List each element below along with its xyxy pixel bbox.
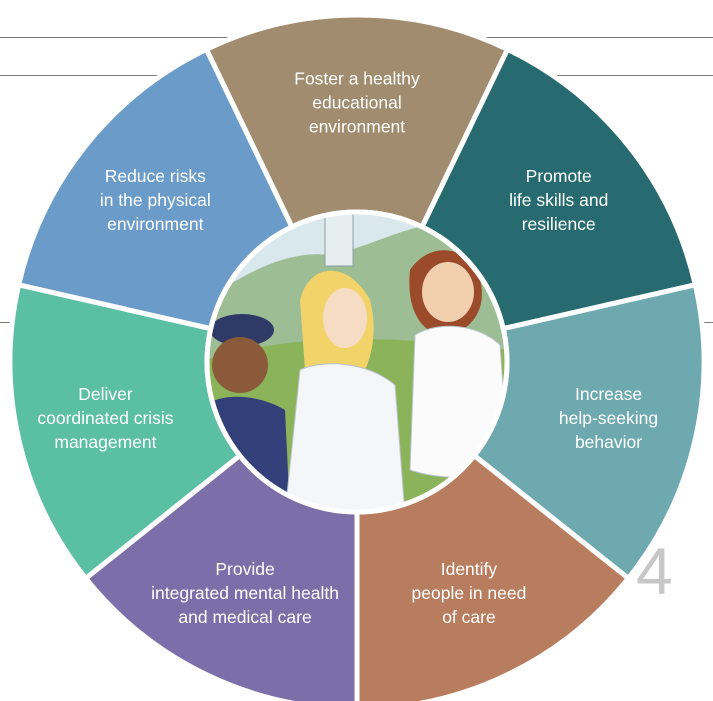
doctor-coat [284,363,406,510]
segment-label-identify: of care [442,607,496,627]
segment-label-physical: in the physical [100,190,211,210]
segment-label-help-seeking: help-seeking [559,408,658,428]
segment-label-help-seeking: behavior [575,432,642,452]
officer-face [212,337,268,393]
segment-label-help-seeking: Increase [575,384,642,404]
wheel-labels: Foster a healthyeducationalenvironmentPr… [37,69,658,627]
segment-label-educational: environment [309,117,405,137]
segment-label-physical: environment [107,214,203,234]
woman-face [323,288,367,348]
segment-label-medical-care: and medical care [178,607,311,627]
segment-label-identify: Identify [441,559,498,579]
page-number: 4 [636,534,673,608]
segment-label-life-skills: Promote [526,166,592,186]
segment-label-life-skills: resilience [522,214,596,234]
segment-label-crisis: management [54,432,156,452]
segment-label-educational: Foster a healthy [294,69,420,89]
segment-label-crisis: coordinated crisis [37,408,173,428]
segment-label-educational: educational [312,93,402,113]
segment-label-medical-care: integrated mental health [151,583,339,603]
center-illustration [209,214,505,510]
segment-label-identify: people in need [412,583,527,603]
segment-label-physical: Reduce risks [105,166,206,186]
segment-label-medical-care: Provide [215,559,274,579]
segment-label-crisis: Deliver [78,384,133,404]
center-ring [204,209,510,515]
church-tower [324,214,354,267]
segment-label-life-skills: life skills and [509,190,608,210]
man-face [422,262,474,322]
officer-cap [210,314,274,346]
